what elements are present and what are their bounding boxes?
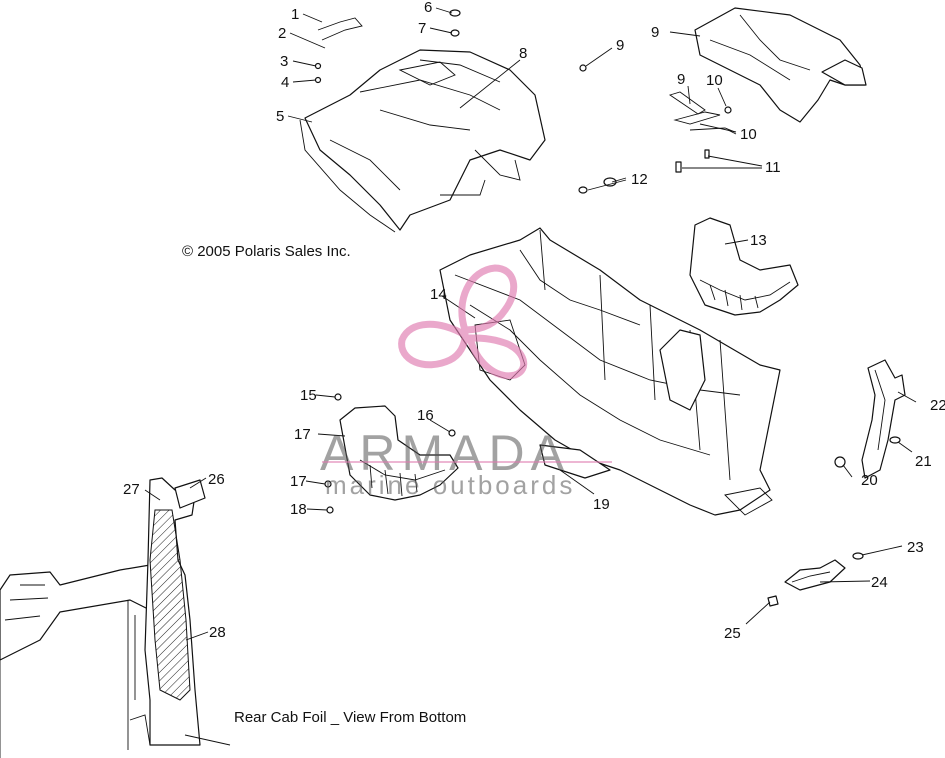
fender-hardware — [314, 9, 617, 194]
callout: 9 — [651, 24, 659, 41]
callout: 26 — [208, 471, 225, 488]
callout: 7 — [418, 20, 426, 37]
callout: 25 — [724, 625, 741, 642]
callout: 3 — [280, 53, 288, 70]
callout: 14 — [430, 286, 447, 303]
side-brace — [834, 359, 906, 479]
skid-plate — [767, 552, 864, 607]
main-frame — [439, 227, 781, 516]
callout: 4 — [281, 74, 289, 91]
callout: 19 — [593, 496, 610, 513]
callout: 24 — [871, 574, 888, 591]
callout: 16 — [417, 407, 434, 424]
callout: 10 — [740, 126, 757, 143]
callout: 23 — [907, 539, 924, 556]
callout: 8 — [519, 45, 527, 62]
drawing-caption: Rear Cab Foil _ View From Bottom — [234, 709, 466, 726]
watermark-logo-icon — [398, 264, 528, 380]
watermark-brand: ARMADA — [320, 425, 570, 481]
leader-lines — [144, 7, 917, 641]
callout: 17 — [294, 426, 311, 443]
callout: 20 — [861, 472, 878, 489]
callout: 9 — [677, 71, 685, 88]
callout-labels: 1 2 3 4 5 6 7 8 9 9 9 10 10 11 12 13 14 … — [123, 0, 945, 642]
callout: 17 — [290, 473, 307, 490]
footwell-right — [689, 217, 799, 316]
callout: 21 — [915, 453, 932, 470]
watermark: ARMADA marine outboards — [320, 264, 612, 500]
callout: 27 — [123, 481, 140, 498]
callout: 13 — [750, 232, 767, 249]
callout: 5 — [276, 108, 284, 125]
callout: 10 — [706, 72, 723, 89]
callout: 6 — [424, 0, 432, 16]
callout: 22 — [930, 397, 945, 414]
rear-fender-cab — [299, 49, 546, 233]
callout: 12 — [631, 171, 648, 188]
rear-cab-foil-detail — [0, 477, 231, 758]
seat — [694, 7, 867, 123]
callout: 9 — [616, 37, 624, 54]
callout: 2 — [278, 25, 286, 42]
callout: 18 — [290, 501, 307, 518]
callout: 11 — [765, 159, 781, 176]
callout: 28 — [209, 624, 226, 641]
copyright-notice: © 2005 Polaris Sales Inc. — [182, 243, 351, 260]
callout: 1 — [291, 6, 299, 23]
callout: 15 — [300, 387, 317, 404]
watermark-tagline: marine outboards — [325, 470, 575, 500]
